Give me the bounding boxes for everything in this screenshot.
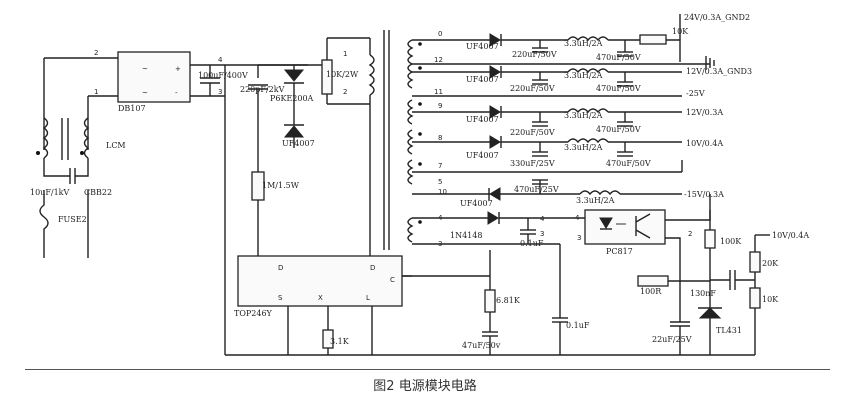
minus25-label: -25V (686, 89, 705, 98)
output-rails: UF4007 220uF/50V 3.3uH/2A 470uF/50V 10K … (412, 13, 752, 208)
out2-ind-label: 3.3uH/2A (564, 71, 603, 80)
top246-controller: D D C S X L TOP246Y 3.1K (234, 230, 412, 355)
out1-res-label: 10K (672, 27, 689, 36)
svg-text:11: 11 (434, 88, 443, 96)
res-681-label: 6.81K (496, 296, 521, 305)
svg-text:7: 7 (438, 162, 442, 170)
input-cap-label: 100uF/400V (198, 71, 248, 80)
svg-text:10: 10 (438, 188, 447, 196)
out5-voltage-label: -15V/0.3A (684, 190, 724, 199)
svg-text:1: 1 (343, 50, 347, 58)
out3-cap2-label: 470uF/50V (596, 125, 641, 134)
out5-diode-label: UF4007 (460, 199, 493, 208)
res-100r-label: 100R (640, 287, 662, 296)
svg-text:+: + (175, 65, 181, 73)
snubber-res-label: 10K/2W (326, 70, 359, 79)
fuse-label: FUSE2 (58, 215, 87, 224)
out3-diode-label: UF4007 (466, 115, 499, 124)
out3-ind-label: 3.3uH/2A (564, 111, 603, 120)
pc817-box (584, 209, 666, 245)
svg-text:3: 3 (540, 230, 544, 238)
svg-text:L: L (366, 294, 370, 302)
svg-text:5: 5 (438, 178, 442, 186)
optocoupler: PC817 4 3 2 (575, 194, 711, 282)
out4-cap1-label: 330uF/25V (510, 159, 555, 168)
svg-text:4: 4 (540, 215, 545, 223)
power-module-schematic: LCM 10uF/1kV CBB22 FUSE2 ~ + ~ - DB107 2… (30, 13, 809, 356)
x-cap-label: 10uF/1kV (30, 188, 70, 197)
out2-voltage-label: 12V/0.3A_GND3 (686, 67, 752, 76)
svg-text:C: C (390, 276, 395, 284)
aux-cap-label: 0.1uF (520, 239, 544, 248)
opto-label: PC817 (606, 247, 633, 256)
svg-text:3: 3 (577, 234, 581, 242)
svg-text:2: 2 (94, 49, 98, 57)
d4148-label: 1N4148 (450, 231, 482, 240)
res-10k-label: 10K (762, 295, 779, 304)
aux-bias: 1N4148 0.1uF 4 3 6.81K 47uF/50v 0.1uF (389, 211, 590, 355)
svg-text:3: 3 (218, 88, 222, 96)
svg-text:9: 9 (438, 102, 442, 110)
bridge-label: DB107 (118, 104, 146, 113)
svg-text:1: 1 (94, 88, 98, 96)
out1-voltage-label: 24V/0.3A_GND2 (684, 13, 750, 22)
cbb-label: CBB22 (84, 188, 112, 197)
res-20k-label: 20K (762, 259, 779, 268)
out1-diode-label: UF4007 (466, 42, 499, 51)
svg-text:D: D (278, 264, 283, 272)
top246-box (237, 255, 403, 307)
tl431-label: TL431 (716, 326, 742, 335)
out1-ind-label: 3.3uH/2A (564, 39, 603, 48)
cap-47-label: 47uF/50v (462, 341, 501, 350)
out3-cap1-label: 220uF/50V (510, 128, 555, 137)
out2-cap2-label: 470uF/50V (596, 84, 641, 93)
svg-text:4: 4 (575, 214, 580, 222)
res-100k-label: 100K (720, 237, 742, 246)
out5-cap1-label: 470uF/25V (514, 185, 559, 194)
svg-text:X: X (318, 294, 323, 302)
out2-cap1-label: 220uF/50V (510, 84, 555, 93)
figure-bottom-rule (25, 369, 830, 370)
fb-10v-label: 10V/0.4A (772, 231, 809, 240)
clamp-diode-label: UF4007 (282, 139, 315, 148)
emi-filter: LCM 10uF/1kV CBB22 FUSE2 (30, 57, 126, 258)
cap-01-label: 0.1uF (566, 321, 590, 330)
out1-cap2-label: 470uF/50V (596, 53, 641, 62)
svg-text:2: 2 (343, 88, 347, 96)
cap-22-label: 22uF/25V (652, 335, 692, 344)
bridge-box (117, 51, 191, 103)
svg-text:S: S (278, 294, 283, 302)
secondary-windings: 0 12 11 9 8 7 5 10 4 3 (407, 30, 447, 248)
input-clamp: 100uF/400V 220pF/2kV P6KE200A UF4007 10K… (198, 38, 359, 355)
svg-text:-: - (175, 89, 178, 97)
tvs-cap-label: 220pF/2kV (240, 85, 285, 94)
out5-ind-label: 3.3uH/2A (576, 196, 615, 205)
svg-text:2: 2 (688, 230, 692, 238)
svg-text:4: 4 (218, 56, 223, 64)
svg-text:D: D (370, 264, 375, 272)
out4-cap2-label: 470uF/50V (606, 159, 651, 168)
svg-text:12: 12 (434, 56, 443, 64)
transformer: 1 2 (327, 30, 390, 250)
svg-text:~: ~ (142, 89, 148, 97)
out1-cap1-label: 220uF/50V (512, 50, 557, 59)
start-res-label: 1M/1.5W (262, 181, 300, 190)
out4-diode-label: UF4007 (466, 151, 499, 160)
lcm-label: LCM (106, 141, 126, 150)
top246-label: TOP246Y (234, 309, 273, 318)
svg-text:0: 0 (438, 30, 442, 38)
out2-diode-label: UF4007 (466, 75, 499, 84)
out4-voltage-label: 10V/0.4A (686, 139, 723, 148)
tvs-label: P6KE200A (270, 94, 314, 103)
feedback-network: 100K 100R 130nF TL431 22uF/25V 10V/0.4A … (637, 210, 809, 355)
out4-ind-label: 3.3uH/2A (564, 143, 603, 152)
out3-voltage-label: 12V/0.3A (686, 108, 723, 117)
figure-caption: 图2 电源模块电路 (373, 379, 477, 394)
svg-text:~: ~ (142, 65, 148, 73)
svg-text:8: 8 (438, 134, 442, 142)
res-331-label: 3.1K (330, 337, 350, 346)
cap-130-label: 130nF (690, 289, 716, 298)
